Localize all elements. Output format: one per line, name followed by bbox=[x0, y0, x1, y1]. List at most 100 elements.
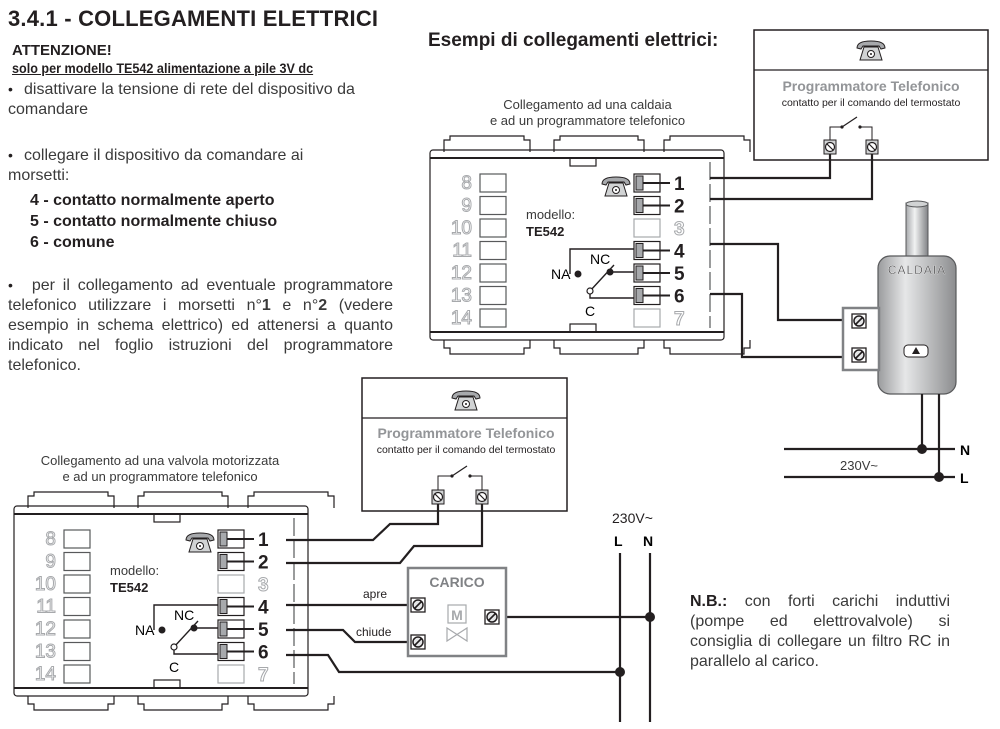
left-terminal-number: 14 bbox=[451, 308, 473, 329]
right-terminal-number: 7 bbox=[258, 665, 269, 686]
examples-title: Esempi di collegamenti elettrici: bbox=[428, 30, 719, 51]
terminal-1: 1 bbox=[217, 529, 269, 551]
terminal-item: 6 - comune bbox=[30, 232, 277, 253]
left-terminal-number: 10 bbox=[35, 574, 56, 595]
programmer-title: Programmatore Telefonico bbox=[782, 78, 959, 94]
left-terminal bbox=[63, 641, 91, 662]
terminal-number: 4 bbox=[30, 192, 39, 209]
terminal-number: 6 bbox=[30, 234, 39, 251]
left-terminal-number: 8 bbox=[461, 173, 472, 194]
terminal-7: 7 bbox=[217, 664, 269, 687]
caption-line: e ad un programmatore telefonico bbox=[62, 469, 258, 484]
right-terminal-number: 4 bbox=[674, 242, 685, 263]
close-label: chiude bbox=[356, 625, 392, 639]
left-terminal bbox=[63, 574, 91, 594]
neutral-label: N bbox=[643, 533, 653, 549]
load-terminal-open bbox=[410, 597, 426, 613]
left-terminal bbox=[63, 596, 91, 617]
left-terminal-number: 13 bbox=[451, 286, 472, 307]
terminal-desc: - contatto normalmente chiuso bbox=[43, 213, 278, 230]
left-terminal bbox=[63, 529, 91, 549]
left-terminal bbox=[479, 173, 507, 193]
instruction-bullet-disconnect: disattivare la tensione di rete del disp… bbox=[8, 79, 398, 120]
c-label: C bbox=[585, 303, 595, 319]
line-label: L bbox=[614, 533, 623, 549]
load-valve: CARICO M bbox=[406, 566, 508, 658]
left-terminal-number: 14 bbox=[35, 664, 57, 685]
load-terminal-close bbox=[410, 634, 426, 650]
terminal-3: 3 bbox=[217, 574, 269, 597]
terminal-4: 4 bbox=[633, 240, 685, 263]
left-terminal-number: 11 bbox=[36, 597, 56, 618]
right-terminal-number: 5 bbox=[674, 264, 685, 285]
instruction-bullet-phone: per il collegamento ad eventuale program… bbox=[8, 275, 393, 376]
note-text: con forti carichi induttivi (pompe ed el… bbox=[690, 593, 950, 670]
programmer-terminal bbox=[823, 139, 837, 155]
bullet-text-cont: morsetti: bbox=[8, 167, 70, 184]
right-terminal-number: 4 bbox=[258, 598, 269, 619]
model-label: modello: bbox=[110, 563, 159, 578]
model-name: TE542 bbox=[526, 224, 564, 239]
wires-diagram-1 bbox=[710, 154, 874, 359]
terminal-6: 6 bbox=[633, 285, 685, 308]
bullet-text: per il collegamento ad eventuale program… bbox=[8, 277, 393, 314]
right-terminal-number: 3 bbox=[258, 575, 269, 596]
voltage-label: 230V~ bbox=[840, 458, 878, 473]
diagram2-caption: Collegamento ad una valvola motorizzata … bbox=[20, 453, 300, 485]
terminal-list: 4 - contatto normalmente aperto 5 - cont… bbox=[30, 190, 277, 253]
left-terminal-number: 11 bbox=[452, 241, 472, 262]
telephone-icon bbox=[601, 176, 631, 197]
warning-subtitle: solo per modello TE542 alimentazione a p… bbox=[12, 60, 314, 76]
left-terminal bbox=[63, 664, 91, 684]
nc-label: NC bbox=[174, 607, 194, 623]
left-terminal-number: 10 bbox=[451, 218, 472, 239]
left-terminal-number: 13 bbox=[35, 642, 56, 663]
programmer-box-1: Programmatore Telefonico contatto per il… bbox=[753, 29, 989, 161]
right-terminal-number: 2 bbox=[258, 553, 269, 574]
left-terminal-number: 9 bbox=[461, 196, 472, 217]
terminal-2: 2 bbox=[217, 551, 269, 574]
right-terminal-number: 7 bbox=[674, 309, 685, 330]
terminal-5: 5 bbox=[633, 263, 685, 285]
right-terminal-number: 6 bbox=[674, 287, 685, 308]
left-terminal-number: 12 bbox=[451, 263, 472, 284]
valve-icon bbox=[446, 626, 468, 643]
left-terminal bbox=[479, 218, 507, 238]
left-terminal-number: 9 bbox=[45, 552, 56, 573]
terminal-item: 5 - contatto normalmente chiuso bbox=[30, 211, 277, 232]
boiler-terminal bbox=[851, 347, 867, 363]
note-box: N.B.: con forti carichi induttivi (pompe… bbox=[690, 592, 950, 672]
warning-title: ATTENZIONE! bbox=[12, 42, 112, 59]
left-terminal-number: 8 bbox=[45, 529, 56, 550]
diagram1-caption: Collegamento ad una caldaia e ad un prog… bbox=[455, 97, 720, 129]
bullet-text: (vedere esempio in schema elettrico) ed … bbox=[8, 297, 394, 374]
right-terminal-number: 1 bbox=[674, 174, 685, 195]
terminal-desc: - comune bbox=[43, 234, 115, 251]
terminal-5: 5 bbox=[217, 619, 269, 641]
terminal-6: 6 bbox=[217, 641, 269, 664]
nc-label: NC bbox=[590, 251, 610, 267]
na-label: NA bbox=[135, 622, 155, 638]
caption-line: Collegamento ad una valvola motorizzata bbox=[40, 453, 280, 468]
caption-line: Collegamento ad una caldaia bbox=[503, 97, 672, 112]
programmer-terminal bbox=[475, 489, 489, 505]
left-terminal bbox=[63, 551, 91, 572]
line-label: L bbox=[960, 470, 969, 486]
neutral-label: N bbox=[960, 442, 970, 458]
terminal-7: 7 bbox=[633, 308, 685, 331]
voltage-label: 230V~ bbox=[612, 510, 653, 526]
boiler-label: CALDAIA bbox=[888, 263, 946, 277]
wires-diagram-2 bbox=[286, 504, 652, 722]
boiler-terminal bbox=[851, 313, 867, 329]
model-name: TE542 bbox=[110, 580, 148, 595]
programmer-box-2: Programmatore Telefonico contatto per il… bbox=[361, 377, 568, 512]
telephone-icon bbox=[185, 532, 215, 553]
na-label: NA bbox=[551, 266, 571, 282]
left-terminal bbox=[479, 263, 507, 283]
instruction-bullet-connect: collegare il dispositivo da comandare ai… bbox=[8, 145, 398, 186]
programmer-terminal bbox=[865, 139, 879, 155]
programmer-title: Programmatore Telefonico bbox=[377, 425, 554, 441]
left-terminal bbox=[479, 195, 507, 216]
programmer-switch bbox=[841, 116, 858, 128]
left-terminal bbox=[479, 240, 507, 261]
